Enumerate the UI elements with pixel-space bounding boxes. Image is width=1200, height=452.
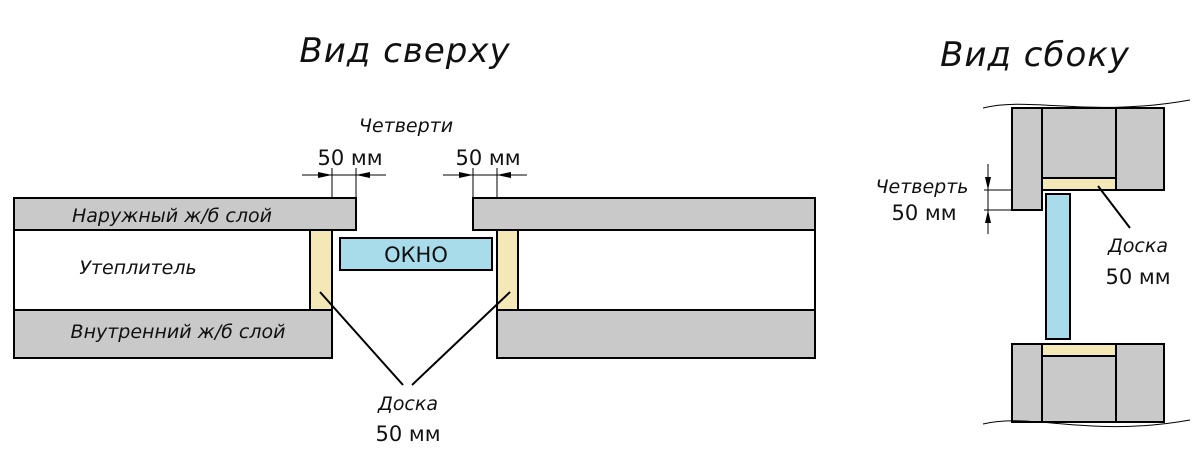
insulation-left xyxy=(13,229,311,311)
dim-right-label: 50 мм xyxy=(455,146,520,170)
leader-line-right xyxy=(411,291,511,386)
outer-concrete-layer-right xyxy=(472,197,816,231)
board-label: Доска xyxy=(377,393,438,415)
insulation-right xyxy=(517,229,816,311)
board-size-label: 50 мм xyxy=(375,422,440,446)
sill-insulation-zone xyxy=(1041,355,1117,423)
break-line-top xyxy=(982,99,1191,109)
dimension-right xyxy=(443,168,527,198)
top-view: Вид сверху ОКНО Наружный ж/б слой Утепли… xyxy=(13,31,816,446)
quarter-size-label: 50 мм xyxy=(891,201,956,225)
board-bottom xyxy=(1041,343,1117,357)
window-glass-side xyxy=(1045,193,1071,340)
inner-layer-label: Внутренний ж/б слой xyxy=(71,321,286,343)
side-board-label: Доска xyxy=(1107,235,1168,257)
outer-layer-label: Наружный ж/б слой xyxy=(72,205,272,227)
outer-concrete-layer-left xyxy=(13,197,357,231)
side-board-size-label: 50 мм xyxy=(1105,265,1170,289)
sill-inner-layer xyxy=(1115,343,1165,423)
inner-concrete-layer-right xyxy=(496,309,816,359)
dimension-quarter xyxy=(984,164,1012,234)
dim-left-label: 50 мм xyxy=(317,146,382,170)
board-left xyxy=(309,229,333,311)
board-right xyxy=(496,229,519,311)
sill-outer-layer xyxy=(1011,343,1043,423)
board-top xyxy=(1041,177,1117,191)
leader-line-left xyxy=(319,291,404,386)
break-line-bottom xyxy=(982,419,1191,428)
top-view-title: Вид сверху xyxy=(299,31,510,71)
window-label: ОКНО xyxy=(384,243,448,267)
lintel-outer-layer xyxy=(1011,107,1043,211)
side-view: Вид сбоку Четверть 50 мм Доска 50 мм xyxy=(876,35,1191,428)
side-view-title: Вид сбоку xyxy=(940,35,1130,75)
dimension-left xyxy=(302,168,386,198)
quarters-label: Четверти xyxy=(359,115,453,137)
leader-line-side xyxy=(1097,185,1131,229)
inner-concrete-layer-left xyxy=(13,309,333,359)
lintel-insulation-zone xyxy=(1041,107,1117,179)
quarter-label: Четверть xyxy=(876,176,969,198)
insulation-label: Утеплитель xyxy=(79,257,196,279)
lintel-inner-layer xyxy=(1115,107,1165,191)
window-frame xyxy=(339,237,493,271)
